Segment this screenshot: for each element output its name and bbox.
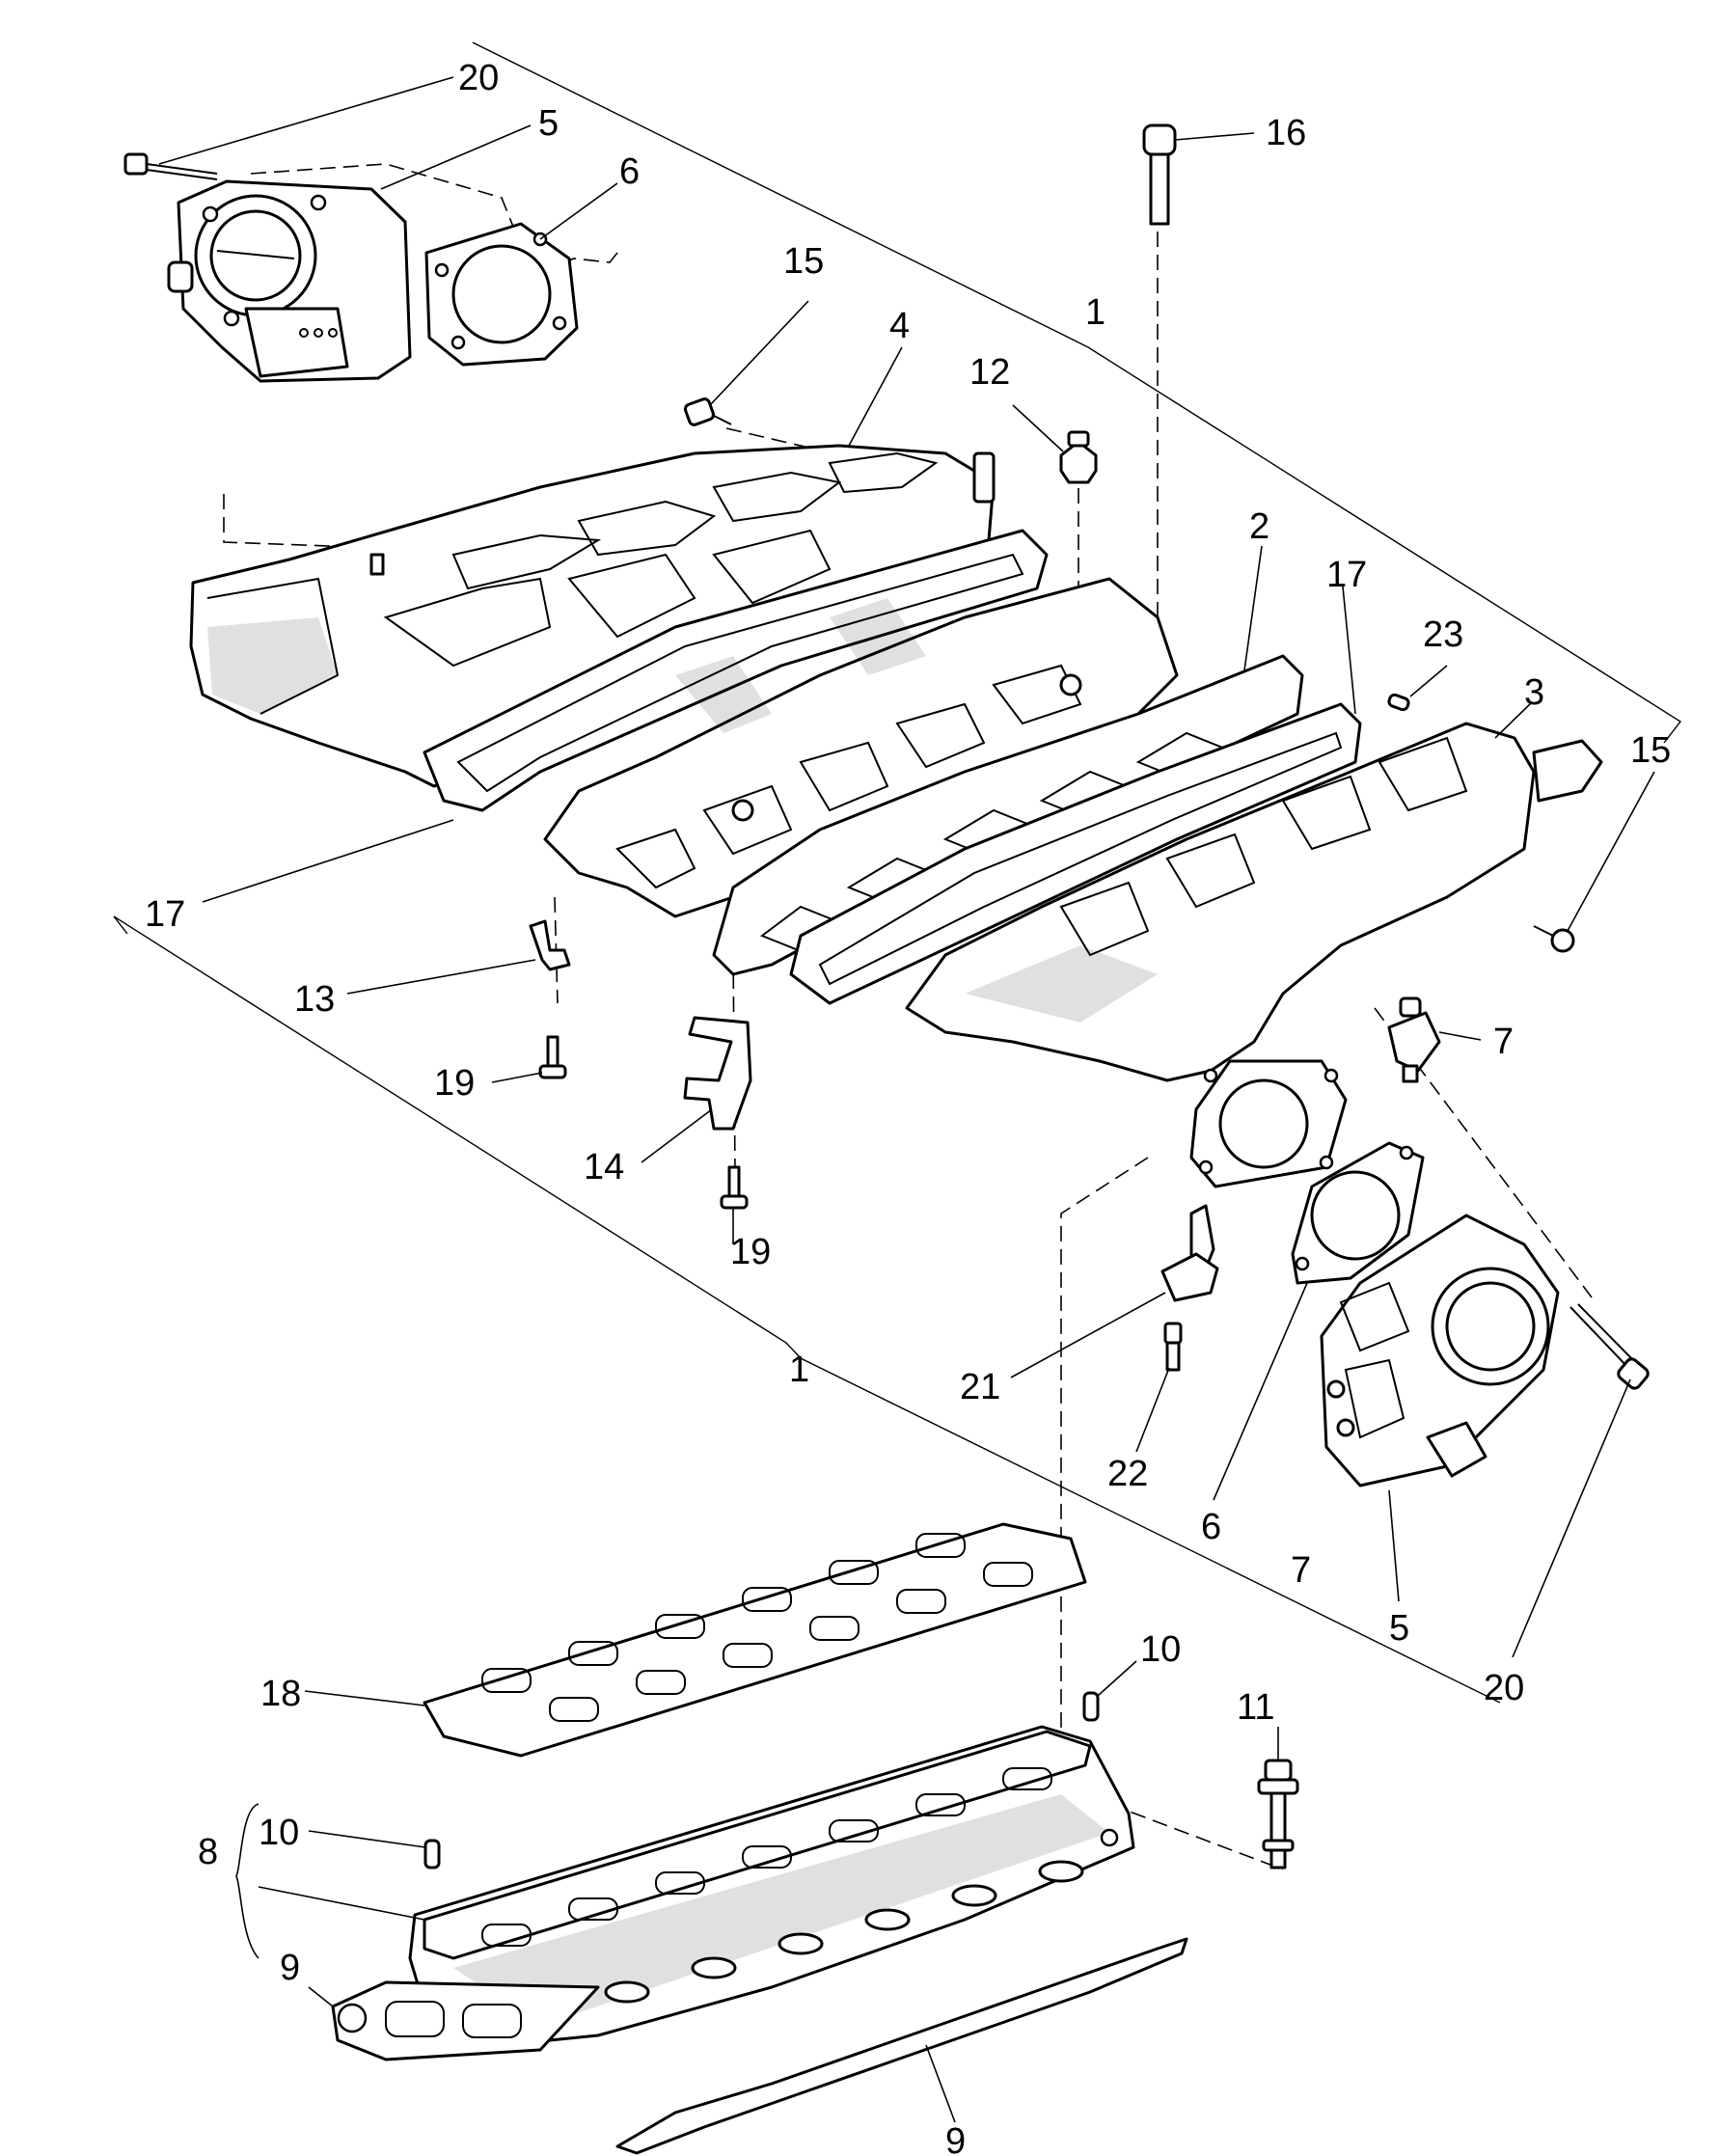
sensor-21: [1160, 1204, 1219, 1302]
gasket-17-left: [423, 529, 1049, 812]
bolt-20-right: [1569, 1303, 1650, 1390]
callout-21: 21: [960, 1367, 1000, 1407]
dowel-10-left: [423, 1839, 441, 1869]
callout-5-right: 5: [1389, 1608, 1409, 1649]
callout-1-bottom: 1: [789, 1350, 809, 1390]
callout-9-bottom: 9: [945, 2121, 966, 2156]
sensor-12: [1059, 430, 1098, 484]
callout-2: 2: [1249, 506, 1269, 547]
gasket-9-left: [331, 1980, 600, 2061]
gasket-17-right: [789, 702, 1362, 1005]
callout-6-right: 6: [1201, 1507, 1221, 1547]
throttle-body-5-top: [167, 179, 412, 383]
bracket-13: [529, 919, 571, 971]
dowel-23: [1387, 693, 1410, 712]
callout-20-top: 20: [458, 58, 499, 98]
callout-15-right: 15: [1630, 730, 1671, 771]
callout-10-right: 10: [1140, 1629, 1181, 1670]
stud-11: [1257, 1759, 1299, 1869]
callout-18: 18: [260, 1674, 301, 1714]
gasket-18: [423, 1522, 1087, 1758]
gasket-6-top: [424, 222, 579, 367]
sensor-7: [1387, 996, 1441, 1083]
bolt-20-top: [123, 152, 218, 180]
callout-15-left: 15: [783, 241, 824, 282]
bolt-16: [1142, 123, 1177, 226]
screw-19-left: [538, 1035, 567, 1079]
callout-3: 3: [1524, 672, 1544, 713]
callout-22: 22: [1107, 1454, 1148, 1494]
callout-4: 4: [889, 306, 910, 346]
callout-7-bottom: 7: [1291, 1550, 1311, 1591]
callout-10-left: 10: [259, 1813, 299, 1853]
lower-manifold-8: [408, 1725, 1135, 2047]
assembly-frame: [113, 41, 1682, 1704]
screw-22: [1163, 1322, 1183, 1372]
screw-19-right: [720, 1165, 749, 1210]
callout-9-left: 9: [280, 1948, 300, 1988]
callout-14: 14: [584, 1147, 624, 1187]
callout-19-right: 19: [730, 1232, 771, 1272]
callout-6-top: 6: [619, 151, 640, 192]
callouts: 20 5 6 15 4 16 12 1 2 17 23 3 15 17 13 7…: [145, 58, 1671, 2156]
callout-1-top: 1: [1085, 292, 1105, 333]
callout-16: 16: [1266, 113, 1306, 153]
callout-17-right: 17: [1326, 555, 1367, 595]
plenum-2: [543, 577, 1179, 918]
runner-flange: [712, 654, 1304, 976]
dowel-10-right: [1082, 1691, 1100, 1722]
throttle-body-5-right: [1320, 1214, 1560, 1487]
intake-manifold-3: [905, 722, 1603, 1082]
callout-17-left: 17: [145, 894, 185, 935]
callout-8: 8: [198, 1832, 218, 1872]
callout-13: 13: [294, 979, 335, 1020]
intake-manifold-4: [189, 444, 996, 788]
callout-12: 12: [969, 352, 1010, 393]
callout-5-top: 5: [538, 103, 559, 144]
callout-19-left: 19: [434, 1063, 475, 1104]
callout-20-right: 20: [1484, 1668, 1524, 1708]
bolt-15-left: [683, 397, 732, 426]
gasket-6-right: [1291, 1141, 1425, 1285]
callout-11: 11: [1237, 1687, 1274, 1728]
bolt-15-right: [1533, 925, 1575, 953]
gasket-9-right: [615, 1937, 1188, 2155]
intake-flange: [1189, 1059, 1348, 1188]
callout-23: 23: [1423, 614, 1463, 655]
leader-lines: [158, 76, 1655, 2123]
bracket-14: [683, 1016, 752, 1131]
callout-7-right: 7: [1493, 1022, 1514, 1062]
